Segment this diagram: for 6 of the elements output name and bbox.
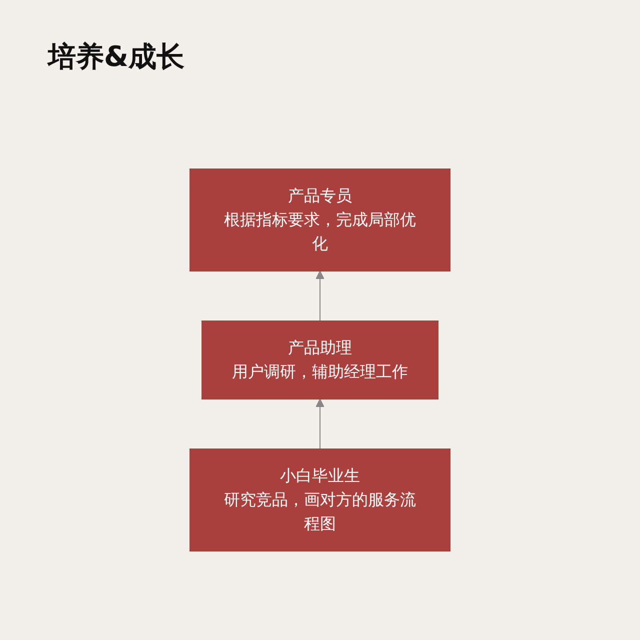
title: 培养&成长 (48, 39, 184, 75)
node-box: 产品专员 根据指标要求，完成局部优化 (190, 168, 450, 272)
node-box: 产品助理 用户调研，辅助经理工作 (202, 320, 438, 400)
node-box: 小白毕业生 研究竞品，画对方的服务流程图 (190, 448, 450, 552)
arrow (316, 398, 324, 450)
arrow (316, 270, 324, 322)
